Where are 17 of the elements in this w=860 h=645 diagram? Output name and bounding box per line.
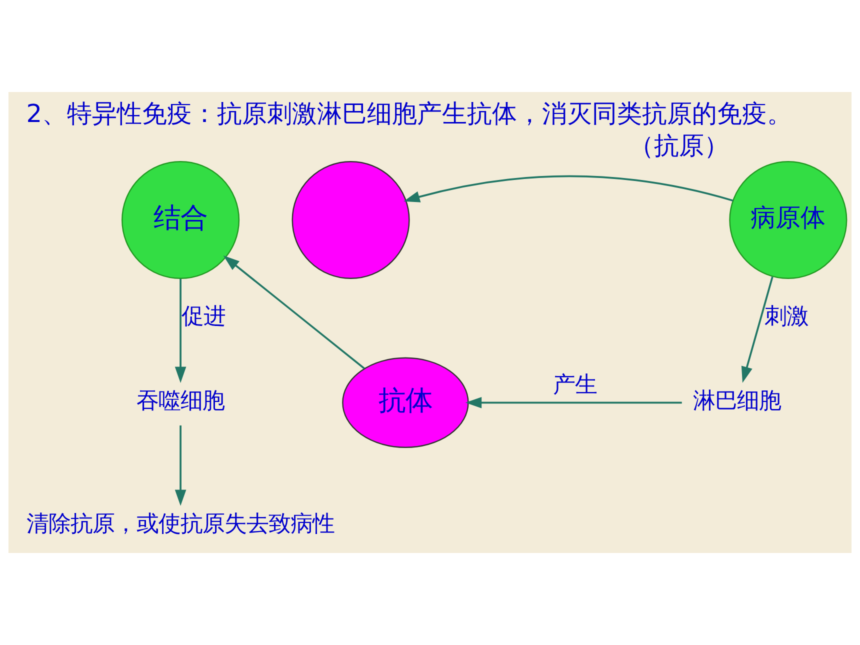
edge-label: 产生 (553, 372, 598, 398)
arrow (174, 278, 186, 383)
edge-label: 促进 (182, 304, 226, 330)
node-text: 淋巴细胞 (693, 388, 782, 414)
node-circle (292, 160, 410, 280)
node-text: 吞噬细胞 (136, 388, 225, 414)
arrow (741, 276, 774, 383)
arrow (174, 425, 186, 506)
arrow (465, 396, 682, 408)
node-ellipse: 抗体 (342, 357, 469, 448)
node-text: 清除抗原，或使抗原失去致病性 (26, 511, 335, 538)
node-label: （抗原） (628, 131, 729, 160)
arrow (404, 175, 734, 202)
edge-label: 刺激 (764, 304, 808, 330)
diagram-title: 2、特异性免疫：抗原刺激淋巴细胞产生抗体，消灭同类抗原的免疫。 (26, 98, 792, 128)
node-circle: 病原体 (729, 160, 848, 280)
arrow (223, 255, 365, 370)
